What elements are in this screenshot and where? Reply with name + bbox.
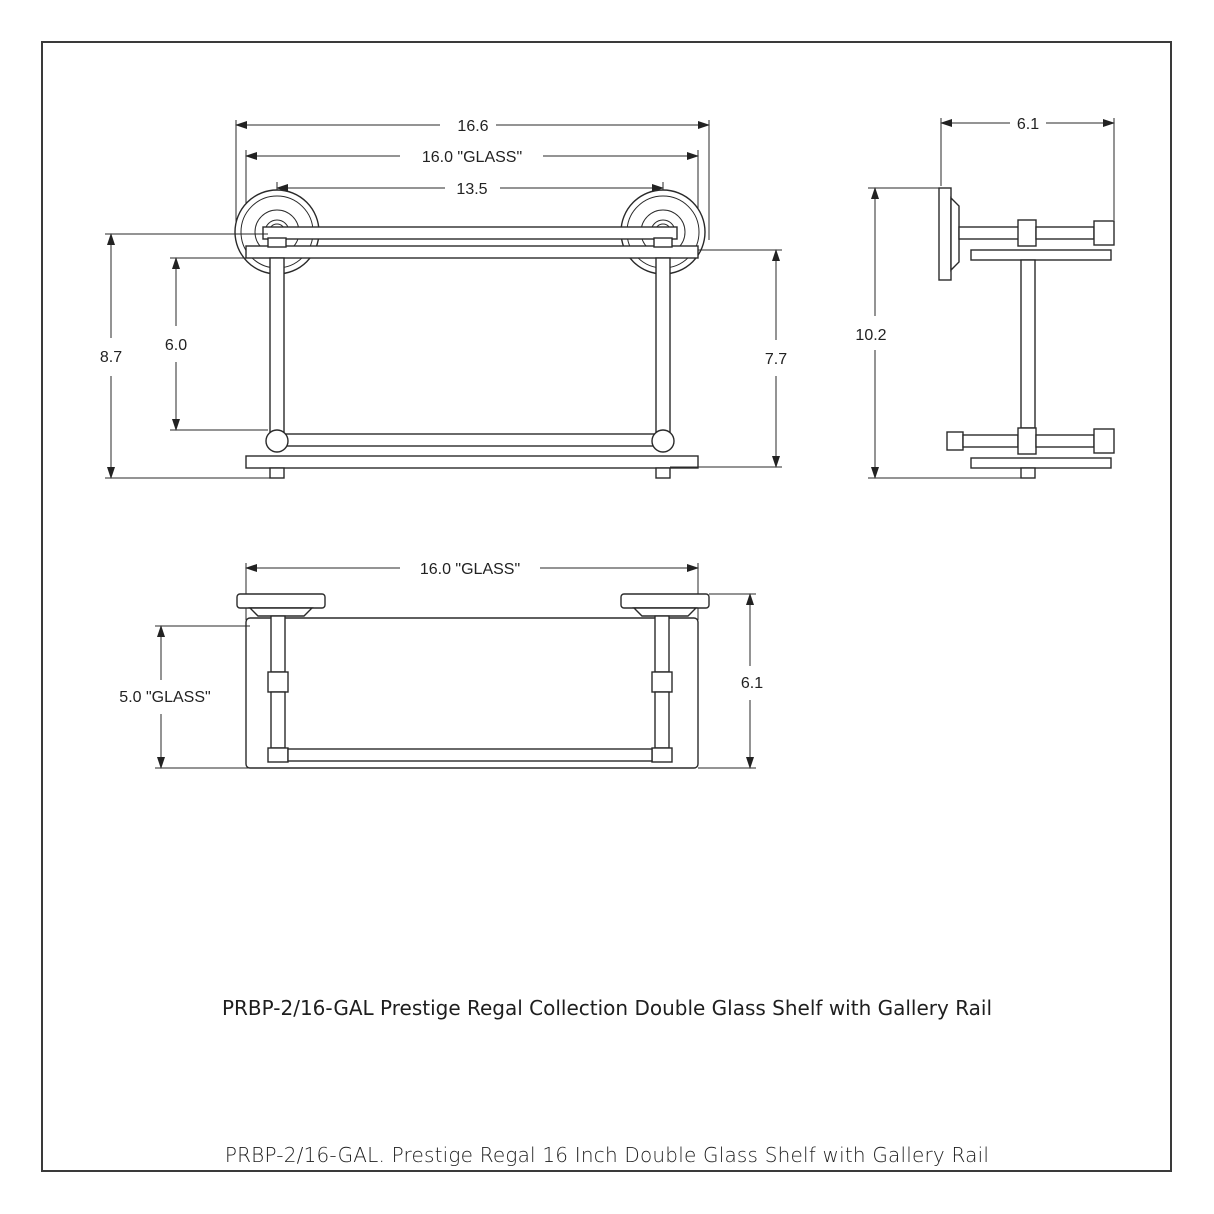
dim-bracket-height: 7.7: [765, 351, 787, 368]
front-view: 16.6 16.0 "GLASS" 13.5: [100, 118, 787, 479]
dim-overall-width: 16.6: [457, 118, 488, 135]
side-view: 6.1 10.2: [855, 116, 1115, 479]
dim-glass-width: 16.0 "GLASS": [422, 149, 522, 166]
dim-top-glass-depth: 5.0 "GLASS": [119, 689, 210, 706]
caption-title: PRBP-2/16-GAL Prestige Regal Collection …: [221, 996, 993, 1020]
dim-side-height: 10.2: [855, 327, 886, 344]
dim-overall-height: 8.7: [100, 349, 122, 366]
dim-top-depth: 6.1: [741, 675, 763, 692]
dim-bracket-spacing: 13.5: [456, 181, 487, 198]
dim-shelf-spacing: 6.0: [165, 337, 187, 354]
dim-top-glass-width: 16.0 "GLASS": [420, 561, 520, 578]
dim-side-depth: 6.1: [1017, 116, 1039, 133]
top-view: 16.0 "GLASS" 5.0 "GLASS" 6.1: [119, 561, 763, 769]
caption-subtitle: PRBP-2/16-GAL. Prestige Regal 16 Inch Do…: [224, 1143, 990, 1167]
